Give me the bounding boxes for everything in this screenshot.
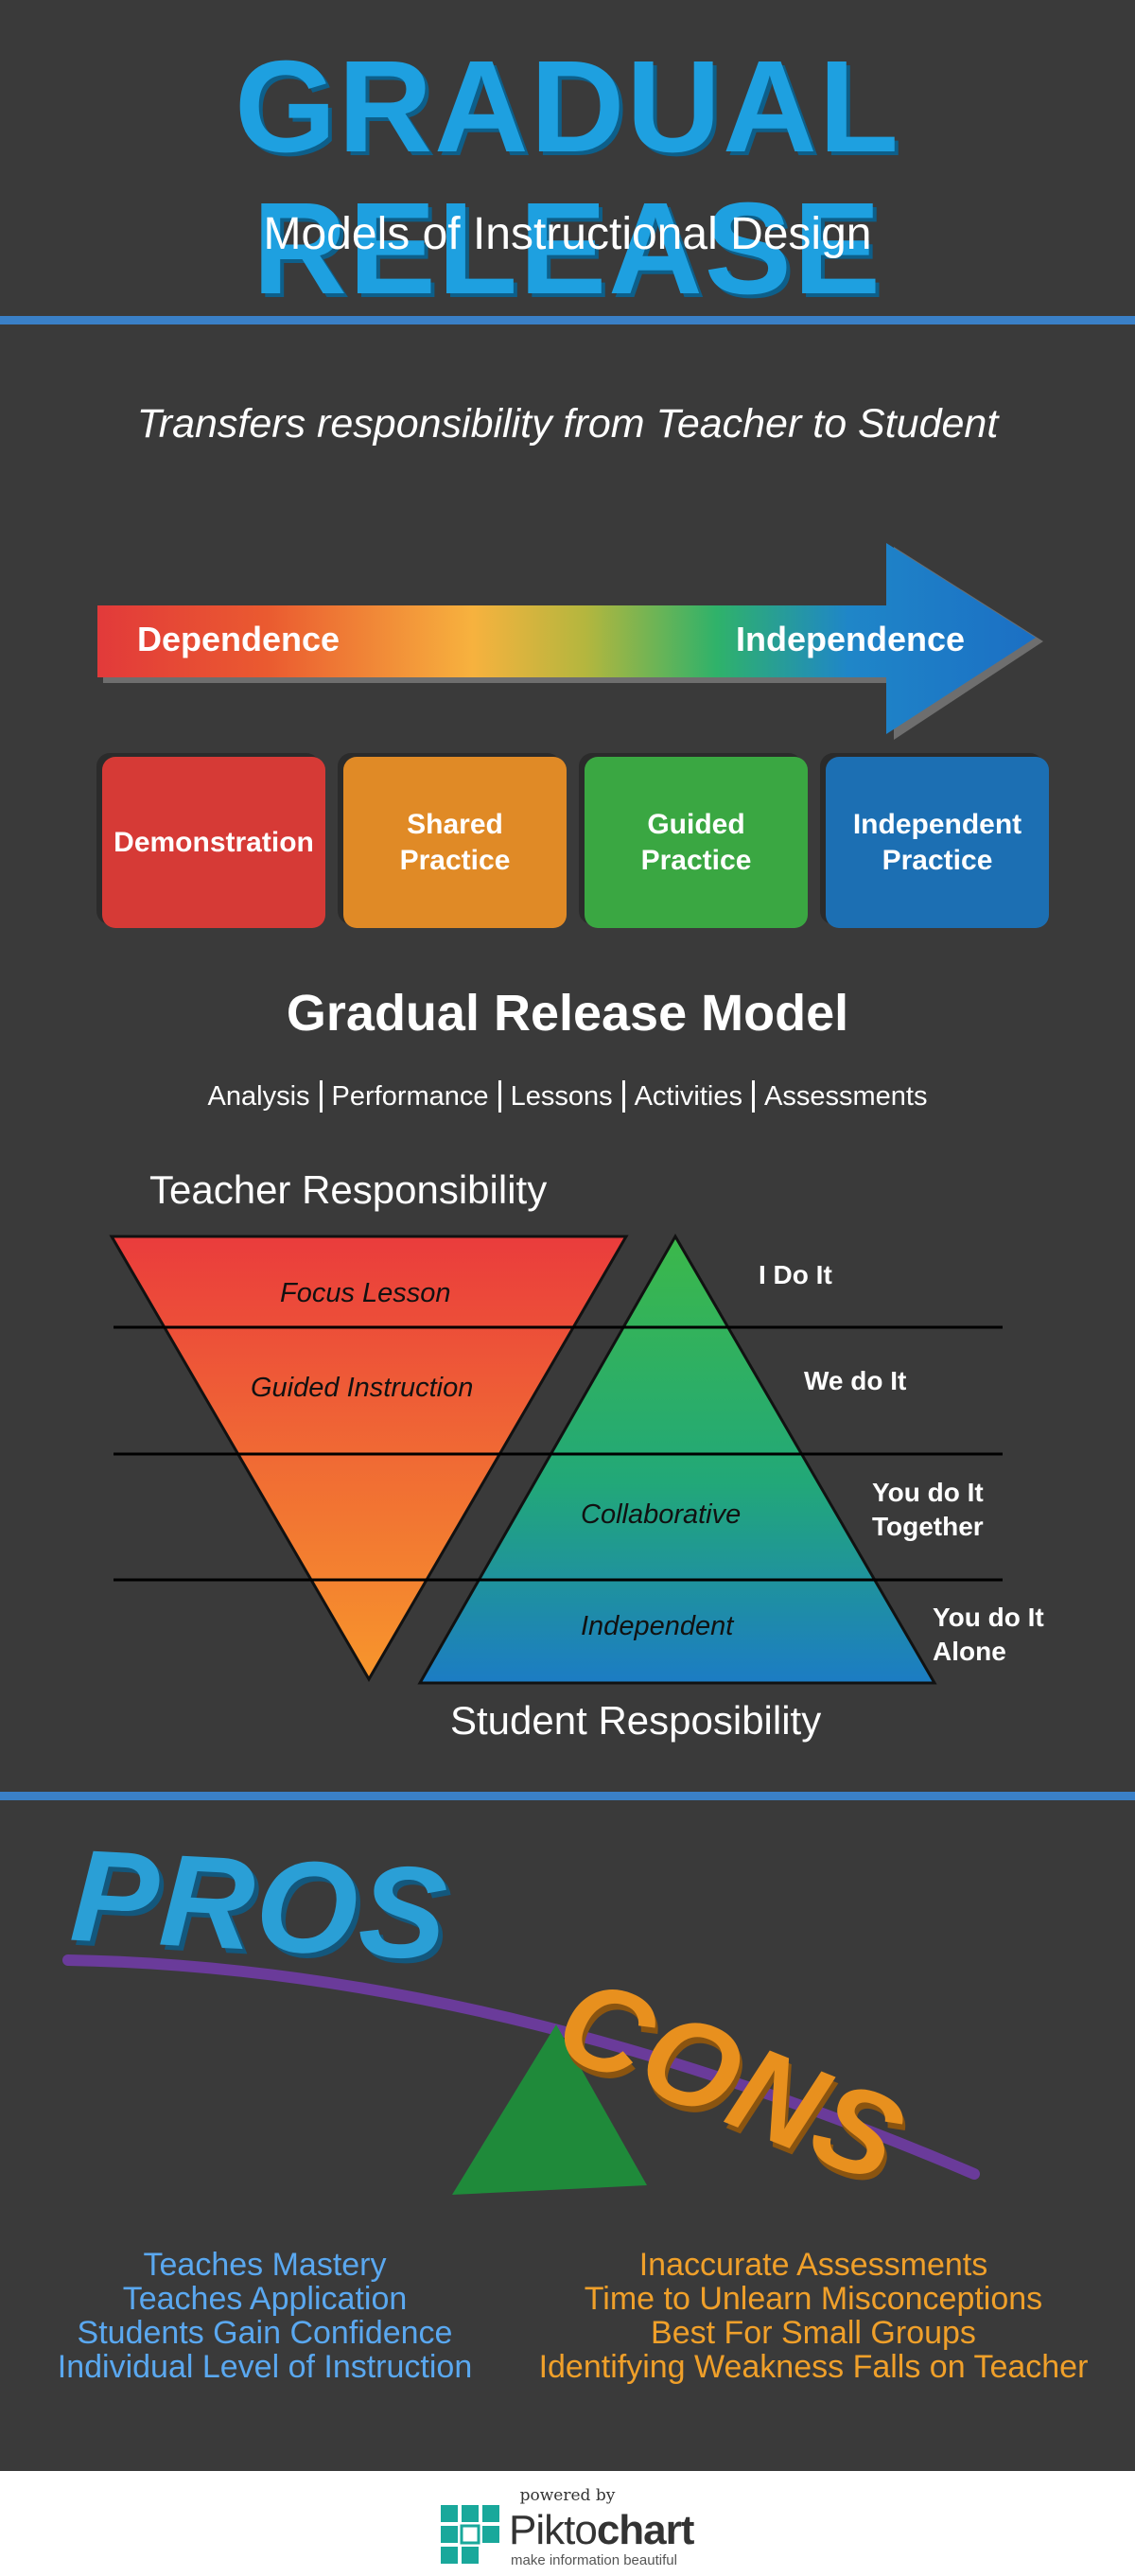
cons-item: Inaccurate Assessments [638, 2247, 988, 2283]
stage-independent-practice: Independent Practice [826, 757, 1049, 928]
independent-label: Independent [581, 1611, 734, 1641]
student-responsibility-label: Student Resposibility [450, 1698, 822, 1743]
pros-cons-seesaw [62, 1954, 980, 2195]
focus-lesson-label: Focus Lesson [280, 1278, 451, 1308]
dependence-arrow [97, 543, 1043, 740]
stage-label: Shared Practice [399, 808, 511, 876]
pros-word: PROS [67, 1822, 452, 1989]
seesaw-beam [62, 1954, 980, 2180]
main-title: GRADUAL RELEASE [235, 34, 900, 322]
i-do-it-label: I Do It [759, 1260, 832, 1289]
cons-item: Best For Small Groups [651, 2315, 976, 2351]
tab-analysis: Analysis [207, 1080, 310, 1112]
collaborative-label: Collaborative [581, 1499, 742, 1530]
cons-item: Time to Unlearn Misconceptions [584, 2281, 1043, 2317]
tab-separator [752, 1080, 755, 1113]
cons-item: Identifying Weakness Falls on Teacher [538, 2349, 1089, 2385]
teacher-responsibility-label: Teacher Responsibility [149, 1167, 548, 1212]
tab-separator [319, 1080, 323, 1113]
stage-guided-practice: Guided Practice [585, 757, 808, 928]
model-tabs: Analysis Performance Lessons Activities … [0, 1080, 1135, 1113]
student-triangle [417, 1233, 937, 1685]
powered-by-label: powered by [519, 2486, 616, 2505]
pros-item: Teaches Application [122, 2281, 408, 2317]
brand-prefix: Pikto [509, 2507, 598, 2553]
stage-label: Guided Practice [640, 808, 752, 876]
divider-middle [0, 1792, 1135, 1800]
model-title: Gradual Release Model [286, 985, 849, 1042]
subtitle: Models of Instructional Design [263, 209, 872, 259]
divider-top [0, 316, 1135, 324]
pros-list: Teaches Mastery Teaches Application Stud… [19, 2248, 511, 2384]
tab-lessons: Lessons [510, 1080, 613, 1112]
responsibility-triangles [109, 1233, 1003, 1685]
piktochart-brand: Piktochart [509, 2507, 695, 2554]
tab-assessments: Assessments [764, 1080, 928, 1112]
pros-item: Teaches Mastery [143, 2247, 387, 2283]
you-do-it-alone-label: You do It Alone [933, 1603, 1044, 1666]
tab-separator [621, 1080, 625, 1113]
pros-item: Students Gain Confidence [77, 2315, 453, 2351]
stage-shared-practice: Shared Practice [343, 757, 567, 928]
pros-item: Individual Level of Instruction [57, 2349, 473, 2385]
stage-demonstration: Demonstration [102, 757, 325, 928]
guided-instruction-label: Guided Instruction [251, 1373, 474, 1403]
stage-label: Independent Practice [852, 808, 1022, 876]
tab-performance: Performance [331, 1080, 489, 1112]
footer: powered by Piktochart make information b… [0, 2471, 1135, 2576]
dependence-label: Dependence [137, 620, 340, 658]
brand-suffix: chart [596, 2507, 695, 2553]
tab-separator [498, 1080, 501, 1113]
tagline: Transfers responsibility from Teacher to… [136, 401, 999, 447]
fulcrum-triangle [452, 2024, 647, 2195]
tab-activities: Activities [634, 1080, 742, 1112]
independence-label: Independence [736, 620, 966, 658]
we-do-it-label: We do It [804, 1366, 907, 1395]
brand-tagline: make information beautiful [511, 2552, 677, 2568]
piktochart-logo-icon [441, 2505, 499, 2564]
teacher-triangle [109, 1235, 629, 1682]
cons-list: Inaccurate Assessments Time to Unlearn M… [515, 2248, 1111, 2384]
you-do-it-together-label: You do It Together [872, 1478, 984, 1541]
